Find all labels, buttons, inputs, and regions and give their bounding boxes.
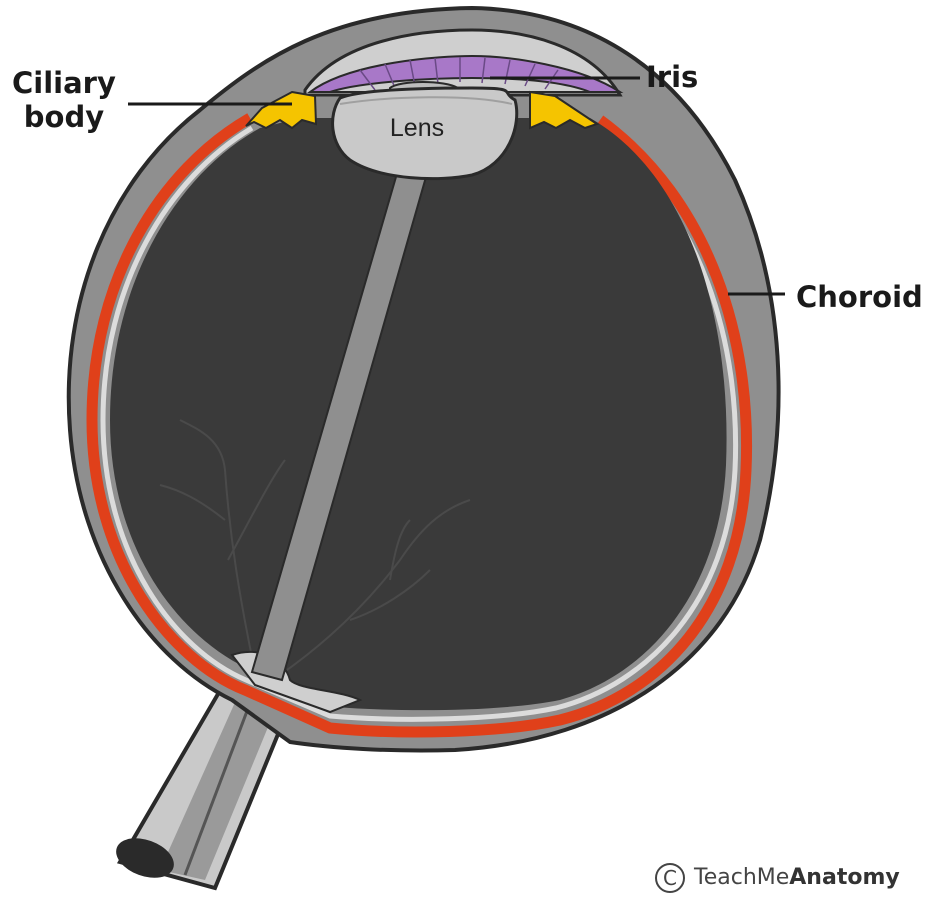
credit-brand-plain: TeachMe bbox=[694, 865, 789, 890]
credit-brand-bold: Anatomy bbox=[789, 865, 899, 890]
credit-logo: C TeachMeAnatomy bbox=[655, 860, 900, 895]
choroid-label: Choroid bbox=[796, 280, 923, 314]
ciliary-body-label: Ciliary body bbox=[12, 66, 116, 134]
ciliary-body-label-line2: body bbox=[12, 100, 116, 134]
ciliary-body-label-line1: Ciliary bbox=[12, 66, 116, 100]
iris-label: Iris bbox=[646, 60, 698, 94]
credit-brand: TeachMeAnatomy bbox=[694, 865, 900, 890]
copyright-icon: C bbox=[655, 863, 685, 893]
lens-label: Lens bbox=[372, 114, 462, 143]
